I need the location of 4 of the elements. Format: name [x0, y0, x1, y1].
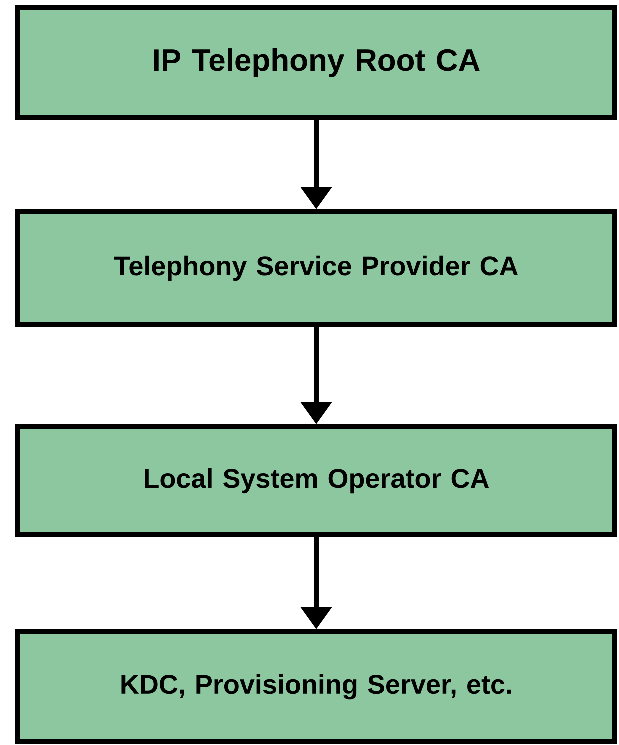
certificate-box: IP Telephony Root CA — [16, 6, 618, 120]
certificate-box: Telephony Service Provider CA — [16, 210, 618, 328]
certificate-box: Local System Operator CA — [16, 424, 618, 538]
certificate-box: KDC, Provisioning Server, etc. — [16, 630, 618, 744]
